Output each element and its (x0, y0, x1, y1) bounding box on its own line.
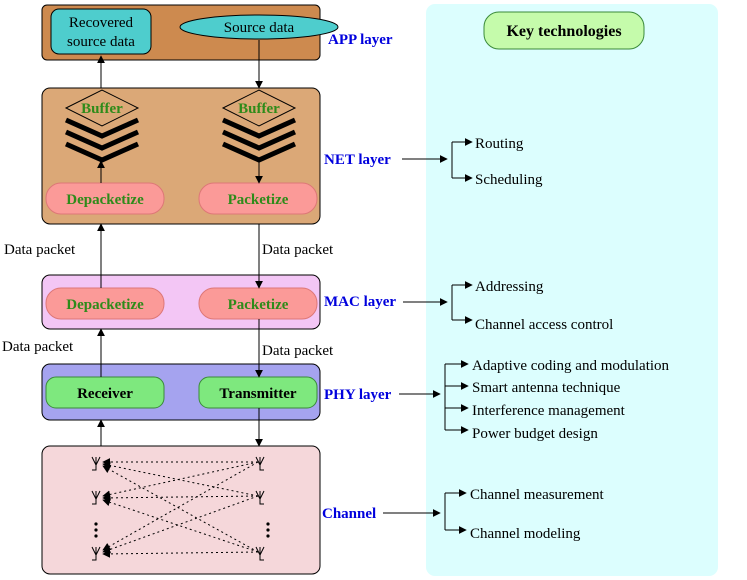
recovered-label-line1: Recovered (69, 15, 134, 31)
tech-channel-1: Channel modeling (470, 526, 581, 542)
data-packet-label-net-mac-right: Data packet (262, 242, 334, 258)
tech-phy-0: Adaptive coding and modulation (472, 358, 670, 374)
buffer-label-left: Buffer (81, 101, 123, 117)
channel-label: Channel (322, 506, 376, 522)
data-packet-label-mac-phy-right: Data packet (262, 343, 334, 359)
buffer-chevron-right-2 (221, 129, 297, 151)
buffer-label-right: Buffer (238, 101, 280, 117)
net-layer-label: NET layer (324, 152, 391, 168)
tech-channel-0: Channel measurement (470, 487, 605, 503)
tech-net-1: Scheduling (475, 172, 543, 188)
antenna-left-3 (91, 546, 101, 561)
antenna-right-2 (255, 490, 265, 505)
mac-depacketize-pill (45, 287, 165, 320)
key-tech-title: Key technologies (506, 23, 621, 40)
tech-phy-3: Power budget design (472, 426, 598, 442)
phy-layer-label: PHY layer (324, 387, 392, 403)
antenna-right-1 (255, 456, 265, 471)
ellipsis-right (266, 522, 270, 538)
mac-connector (403, 281, 473, 324)
buffer-chevron-right-3 (221, 141, 297, 163)
mac-depacketize-label: Depacketize (66, 297, 144, 313)
tech-net-0: Routing (475, 136, 524, 152)
buffer-chevron-left-1 (64, 117, 140, 139)
tech-phy-2: Interference management (472, 403, 626, 419)
data-packet-label-mac-phy-left: Data packet (2, 339, 74, 355)
buffer-chevron-left-3 (64, 141, 140, 163)
phy-connector (399, 360, 469, 434)
transmitter-label: Transmitter (219, 386, 297, 402)
receiver-pill (45, 376, 165, 409)
tech-mac-1: Channel access control (475, 317, 613, 333)
net-depacketize-pill (45, 182, 165, 215)
net-packetize-label: Packetize (228, 192, 289, 208)
mac-layer-label: MAC layer (324, 294, 396, 310)
receiver-label: Receiver (77, 386, 133, 402)
antenna-left-2 (91, 490, 101, 505)
source-data-label: Source data (224, 20, 295, 36)
net-connector (402, 138, 473, 182)
flow-arrows (97, 40, 263, 447)
buffer-diamond-right (221, 89, 297, 127)
antenna-right-3 (255, 546, 265, 561)
source-data-ellipse (179, 14, 339, 40)
ellipsis-left (94, 522, 98, 538)
recovered-source-data-box (50, 8, 152, 55)
net-depacketize-label: Depacketize (66, 192, 144, 208)
antenna-left-1 (91, 456, 101, 471)
buffer-diamond-left (64, 89, 140, 127)
recovered-label-line2: source data (67, 34, 135, 50)
tech-phy-1: Smart antenna technique (472, 380, 621, 396)
data-packet-label-net-mac-left: Data packet (4, 242, 76, 258)
key-tech-title-box (483, 11, 645, 50)
buffer-chevron-left-2 (64, 129, 140, 151)
mac-packetize-label: Packetize (228, 297, 289, 313)
tech-mac-0: Addressing (475, 279, 544, 295)
app-layer-label: APP layer (328, 32, 393, 48)
channel-paths (102, 458, 259, 558)
channel-connector (383, 489, 467, 534)
key-tech-panel (426, 4, 718, 576)
channel-box (41, 445, 321, 575)
buffer-chevron-right-1 (221, 117, 297, 139)
